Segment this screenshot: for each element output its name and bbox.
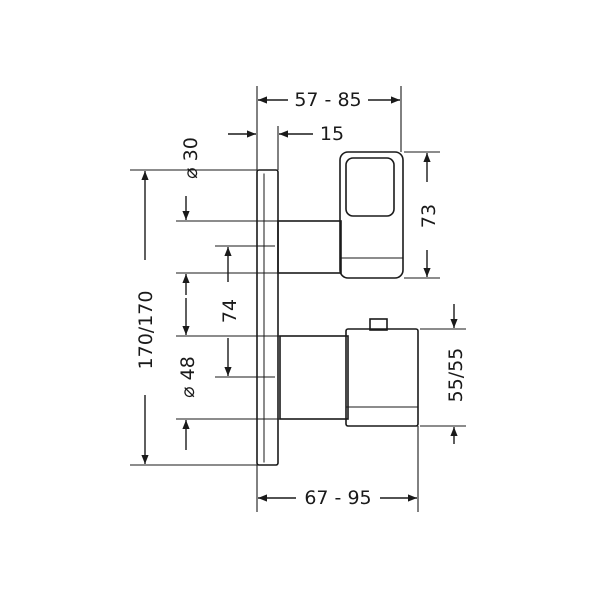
- label-height-total: 170/170: [135, 291, 157, 370]
- label-handle-height: 73: [418, 204, 440, 228]
- lower-stem: [279, 335, 349, 420]
- label-diameter-small: ⌀ 30: [180, 137, 202, 179]
- wall-plate: [256, 169, 279, 466]
- label-knob-height: 55/55: [445, 348, 467, 403]
- knob-top-tab: [369, 318, 388, 331]
- label-spacing: 74: [219, 299, 241, 323]
- label-bottom-width: 67 - 95: [304, 487, 371, 509]
- label-offset: 15: [320, 123, 344, 145]
- knob-body: [345, 328, 419, 427]
- upper-stem: [277, 220, 342, 274]
- handle-window: [345, 157, 395, 217]
- label-top-width: 57 - 85: [294, 89, 361, 111]
- label-diameter-large: ⌀ 48: [177, 356, 199, 398]
- handle-body: [339, 151, 404, 279]
